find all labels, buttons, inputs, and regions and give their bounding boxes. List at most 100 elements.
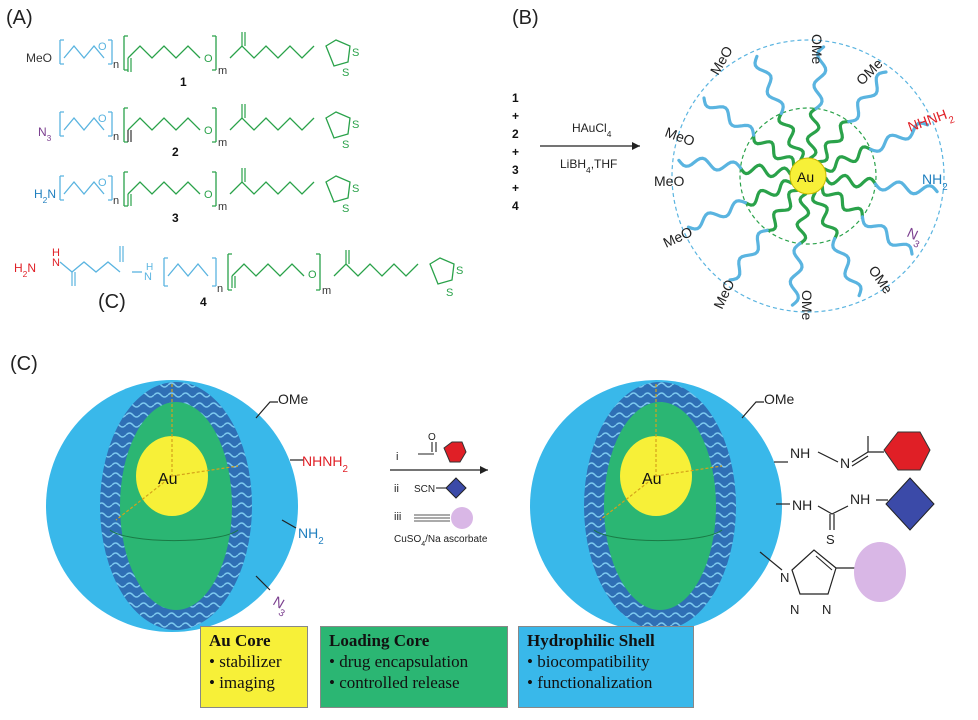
compound-1-number: 1 [180,75,187,89]
compound-2-head: N3 [38,125,52,143]
diamond-product [885,477,935,531]
compound-4-h-amide: H [146,262,153,273]
compound-3-o: O [98,177,107,189]
c-left-label-nhnh2: NHNH2 [302,453,348,475]
compound-2-s2: S [342,139,349,151]
polymer-chain [728,228,769,282]
triazole-n3: N [822,602,831,617]
compound-4-nh: H [52,247,60,259]
polymer-chain [788,241,804,307]
polymer-chain [702,96,756,137]
reactant-2: 2 [512,127,519,141]
legend-au-title: Au Core [209,631,271,650]
b-label-nh2: NH2 [922,171,948,193]
c-right-label-ome: OMe [764,391,795,407]
compound-3-number: 3 [172,211,179,225]
compound-2-n: n [113,131,119,143]
polymer-chain [820,185,864,219]
polymer-chain [847,70,888,124]
b-label-meo-l3: MeO [663,124,697,149]
b-label-ome-bottom: OMe [799,290,815,321]
b-label-ome-top: OMe [809,34,825,65]
compound-1-head: MeO [26,51,52,65]
hexagon-reagent [443,441,467,463]
circle-reagent [451,507,473,529]
step-i: i [396,451,398,463]
legend-loading-item-2: • controlled release [329,673,460,692]
compound-4-s1: S [456,265,463,277]
b-label-meo-l2: MeO [654,173,684,189]
legend-shell-item-1: • biocompatibility [527,652,650,671]
legend-loading-core: Loading Core • drug encapsulation • cont… [320,626,508,708]
step-iii: iii [394,511,401,523]
compound-1-structure: MeO O n O m S S 1 [26,32,359,89]
compound-4-o: O [308,269,317,281]
c-left-label-n3: N3 [268,593,293,620]
b-label-n3: N3 [902,224,926,250]
polymer-chain [752,133,796,167]
polymer-chain [677,156,743,172]
polymer-chain [795,192,811,246]
thiourea-nh1: NH [792,497,812,513]
compound-4-n-atom: N [52,257,60,269]
compound-3-m: m [218,201,227,213]
compound-3-head: H2N [34,187,56,205]
legend-shell-title: Hydrophilic Shell [527,631,655,650]
polymer-chain [686,199,748,231]
compound-2-o: O [98,113,107,125]
triazole-n1: N [780,570,789,585]
hydrazone-n: N [840,455,850,471]
legend-au-item-2: • imaging [209,673,275,692]
circle-product [854,542,906,602]
nanoparticle-c-left: Au OMe NHNH2 NH2 N3 [46,380,348,632]
compound-1-o: O [98,41,107,53]
reaction-b: 1 + 2 + 3 + 4 HAuCl4 LiBH4,THF [512,91,640,213]
compound-4-head-n: N [144,271,152,283]
step-iii-conditions: CuSO4/Na ascorbate [394,534,488,548]
polymer-chain [860,215,914,256]
au-core-b [789,157,827,195]
polymer-chain [873,180,939,196]
polymer-chain [868,121,930,153]
reagent-top: HAuCl4 [572,121,612,139]
panel-label-a: (A) [6,7,33,29]
compound-4-structure: H2N H N H N n O m S S 4 [14,246,463,309]
reactant-plus-3: + [512,181,519,195]
compound-1-m: m [218,65,227,77]
polymer-chain [824,173,878,189]
au-core-c-left-label: Au [158,471,178,488]
compound-3-s2: S [342,203,349,215]
polymer-chain [812,45,828,111]
legend-loading-title: Loading Core [329,631,430,650]
b-label-ome-br: OMe [866,263,897,297]
reactant-3: 3 [512,163,519,177]
panel-label-c: (C) [10,353,38,375]
compound-4-m: m [322,285,331,297]
compound-1-s1: S [352,47,359,59]
compound-1-s2: S [342,67,349,79]
b-label-meo-tl: MeO [707,43,736,77]
compound-2-o2: O [204,125,213,137]
compound-1-n: n [113,59,119,71]
compound-3-s1: S [352,183,359,195]
nanoparticle-c-right: Au OMe NH N NH S NH N N N [530,380,935,632]
hydrazone-nh: NH [790,445,810,461]
compound-4-s2: S [446,287,453,299]
legend-au-item-1: • stabilizer [209,652,282,671]
polymer-chain [777,111,805,161]
polymer-chain [805,106,821,160]
hexagon-product [883,431,931,471]
diamond-reagent [445,477,467,499]
legend-loading-item-1: • drug encapsulation [329,652,469,671]
step-ii-scn: SCN [414,484,435,495]
panel-label-b: (B) [512,7,539,29]
c-left-label-nh2: NH2 [298,525,324,547]
reactant-4: 4 [512,199,519,213]
polymer-chain [753,54,785,116]
au-core-b-label: Au [797,169,814,185]
polymer-chain [738,163,792,179]
triazole-n2: N [790,602,799,617]
polymer-chain [811,191,839,241]
compound-4-h2n: H2N [14,261,36,279]
